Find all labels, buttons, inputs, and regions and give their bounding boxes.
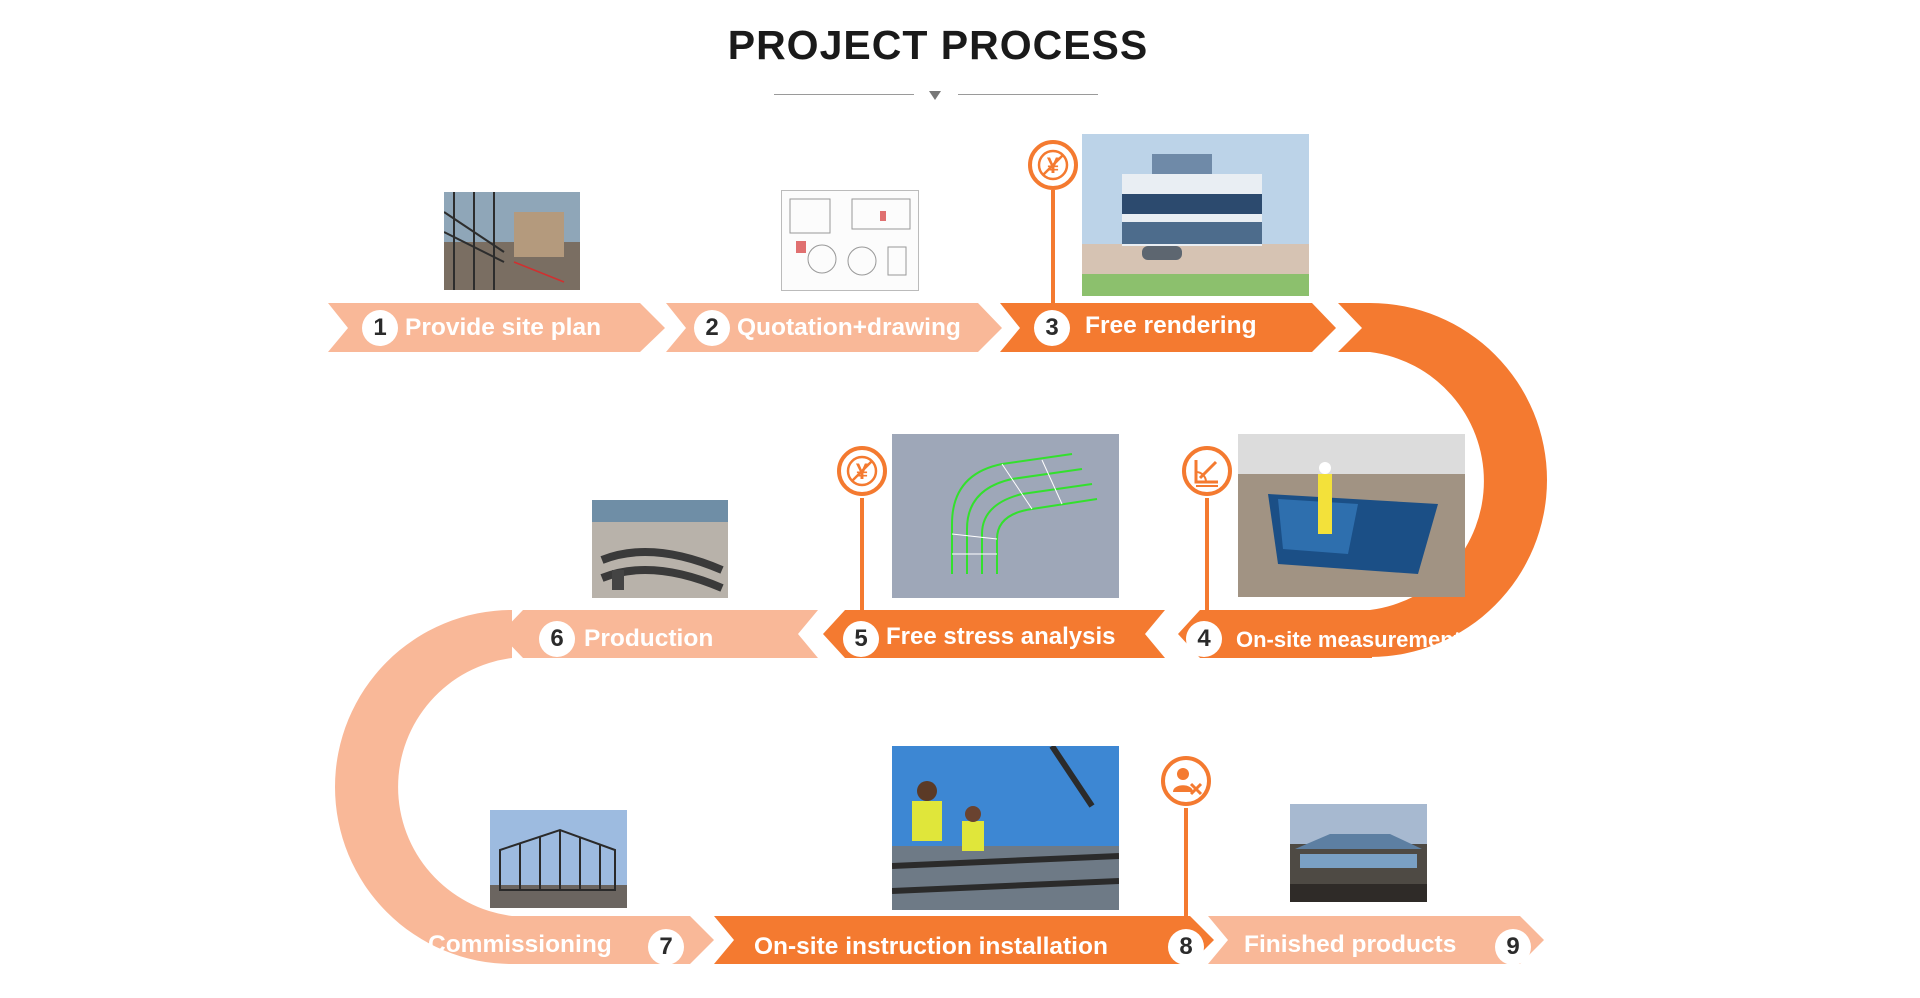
step-2-number: 2 xyxy=(694,310,730,346)
no-cost-icon: ¥ xyxy=(1028,140,1078,190)
step-6-number: 6 xyxy=(539,621,575,657)
step-6-arrow xyxy=(500,610,818,658)
step-2-label: Quotation+drawing xyxy=(737,314,961,341)
curve-right xyxy=(1370,303,1547,657)
step-3-label: Free rendering xyxy=(1085,312,1257,339)
drawing-photo xyxy=(781,190,919,291)
commissioning-photo xyxy=(490,810,627,908)
step-5-arrow xyxy=(823,610,1165,658)
step-3-arrow xyxy=(1000,303,1336,352)
step-9-label: Finished products xyxy=(1244,931,1457,958)
step-1-number: 1 xyxy=(362,310,398,346)
step-8-number: 8 xyxy=(1168,929,1204,965)
icon-stem-8 xyxy=(1184,808,1188,918)
measurement-photo xyxy=(1238,434,1465,597)
no-cost-icon: ¥ xyxy=(837,446,887,496)
step-4-label: On-site measurement xyxy=(1236,627,1461,652)
step-8-arrow xyxy=(714,916,1214,964)
icon-stem-3 xyxy=(1051,190,1055,305)
step-4-number: 4 xyxy=(1186,621,1222,657)
title-divider-right xyxy=(958,94,1098,95)
installation-photo xyxy=(892,746,1119,910)
icon-stem-5 xyxy=(860,498,864,612)
step-3-number: 3 xyxy=(1034,310,1070,346)
step-9-number: 9 xyxy=(1495,929,1531,965)
stress-analysis-photo xyxy=(892,434,1119,598)
step-1-label: Provide site plan xyxy=(405,314,602,341)
production-photo xyxy=(592,500,728,598)
step-5-number: 5 xyxy=(843,621,879,657)
measurement-icon xyxy=(1182,446,1232,496)
step-7-label: Commissioning xyxy=(428,931,612,958)
step-5-label: Free stress analysis xyxy=(886,623,1116,650)
rendering-photo xyxy=(1082,134,1309,296)
step-6-label: Production xyxy=(584,625,714,652)
curve-left xyxy=(335,610,512,964)
step-1-arrow xyxy=(328,303,665,352)
page-title: PROJECT PROCESS xyxy=(727,22,1149,68)
step-2-arrow xyxy=(666,303,1002,352)
step-9-arrow xyxy=(1208,916,1544,964)
finished-products-photo xyxy=(1290,804,1427,902)
site-plan-photo xyxy=(444,192,580,290)
installer-icon xyxy=(1161,756,1211,806)
title-divider-left xyxy=(774,94,914,95)
step-8-label: On-site instruction installation xyxy=(754,933,1108,960)
icon-stem-4 xyxy=(1205,498,1209,612)
chevron-down-icon xyxy=(929,91,941,100)
step-7-number: 7 xyxy=(648,929,684,965)
step-4-arrow xyxy=(1178,610,1372,658)
